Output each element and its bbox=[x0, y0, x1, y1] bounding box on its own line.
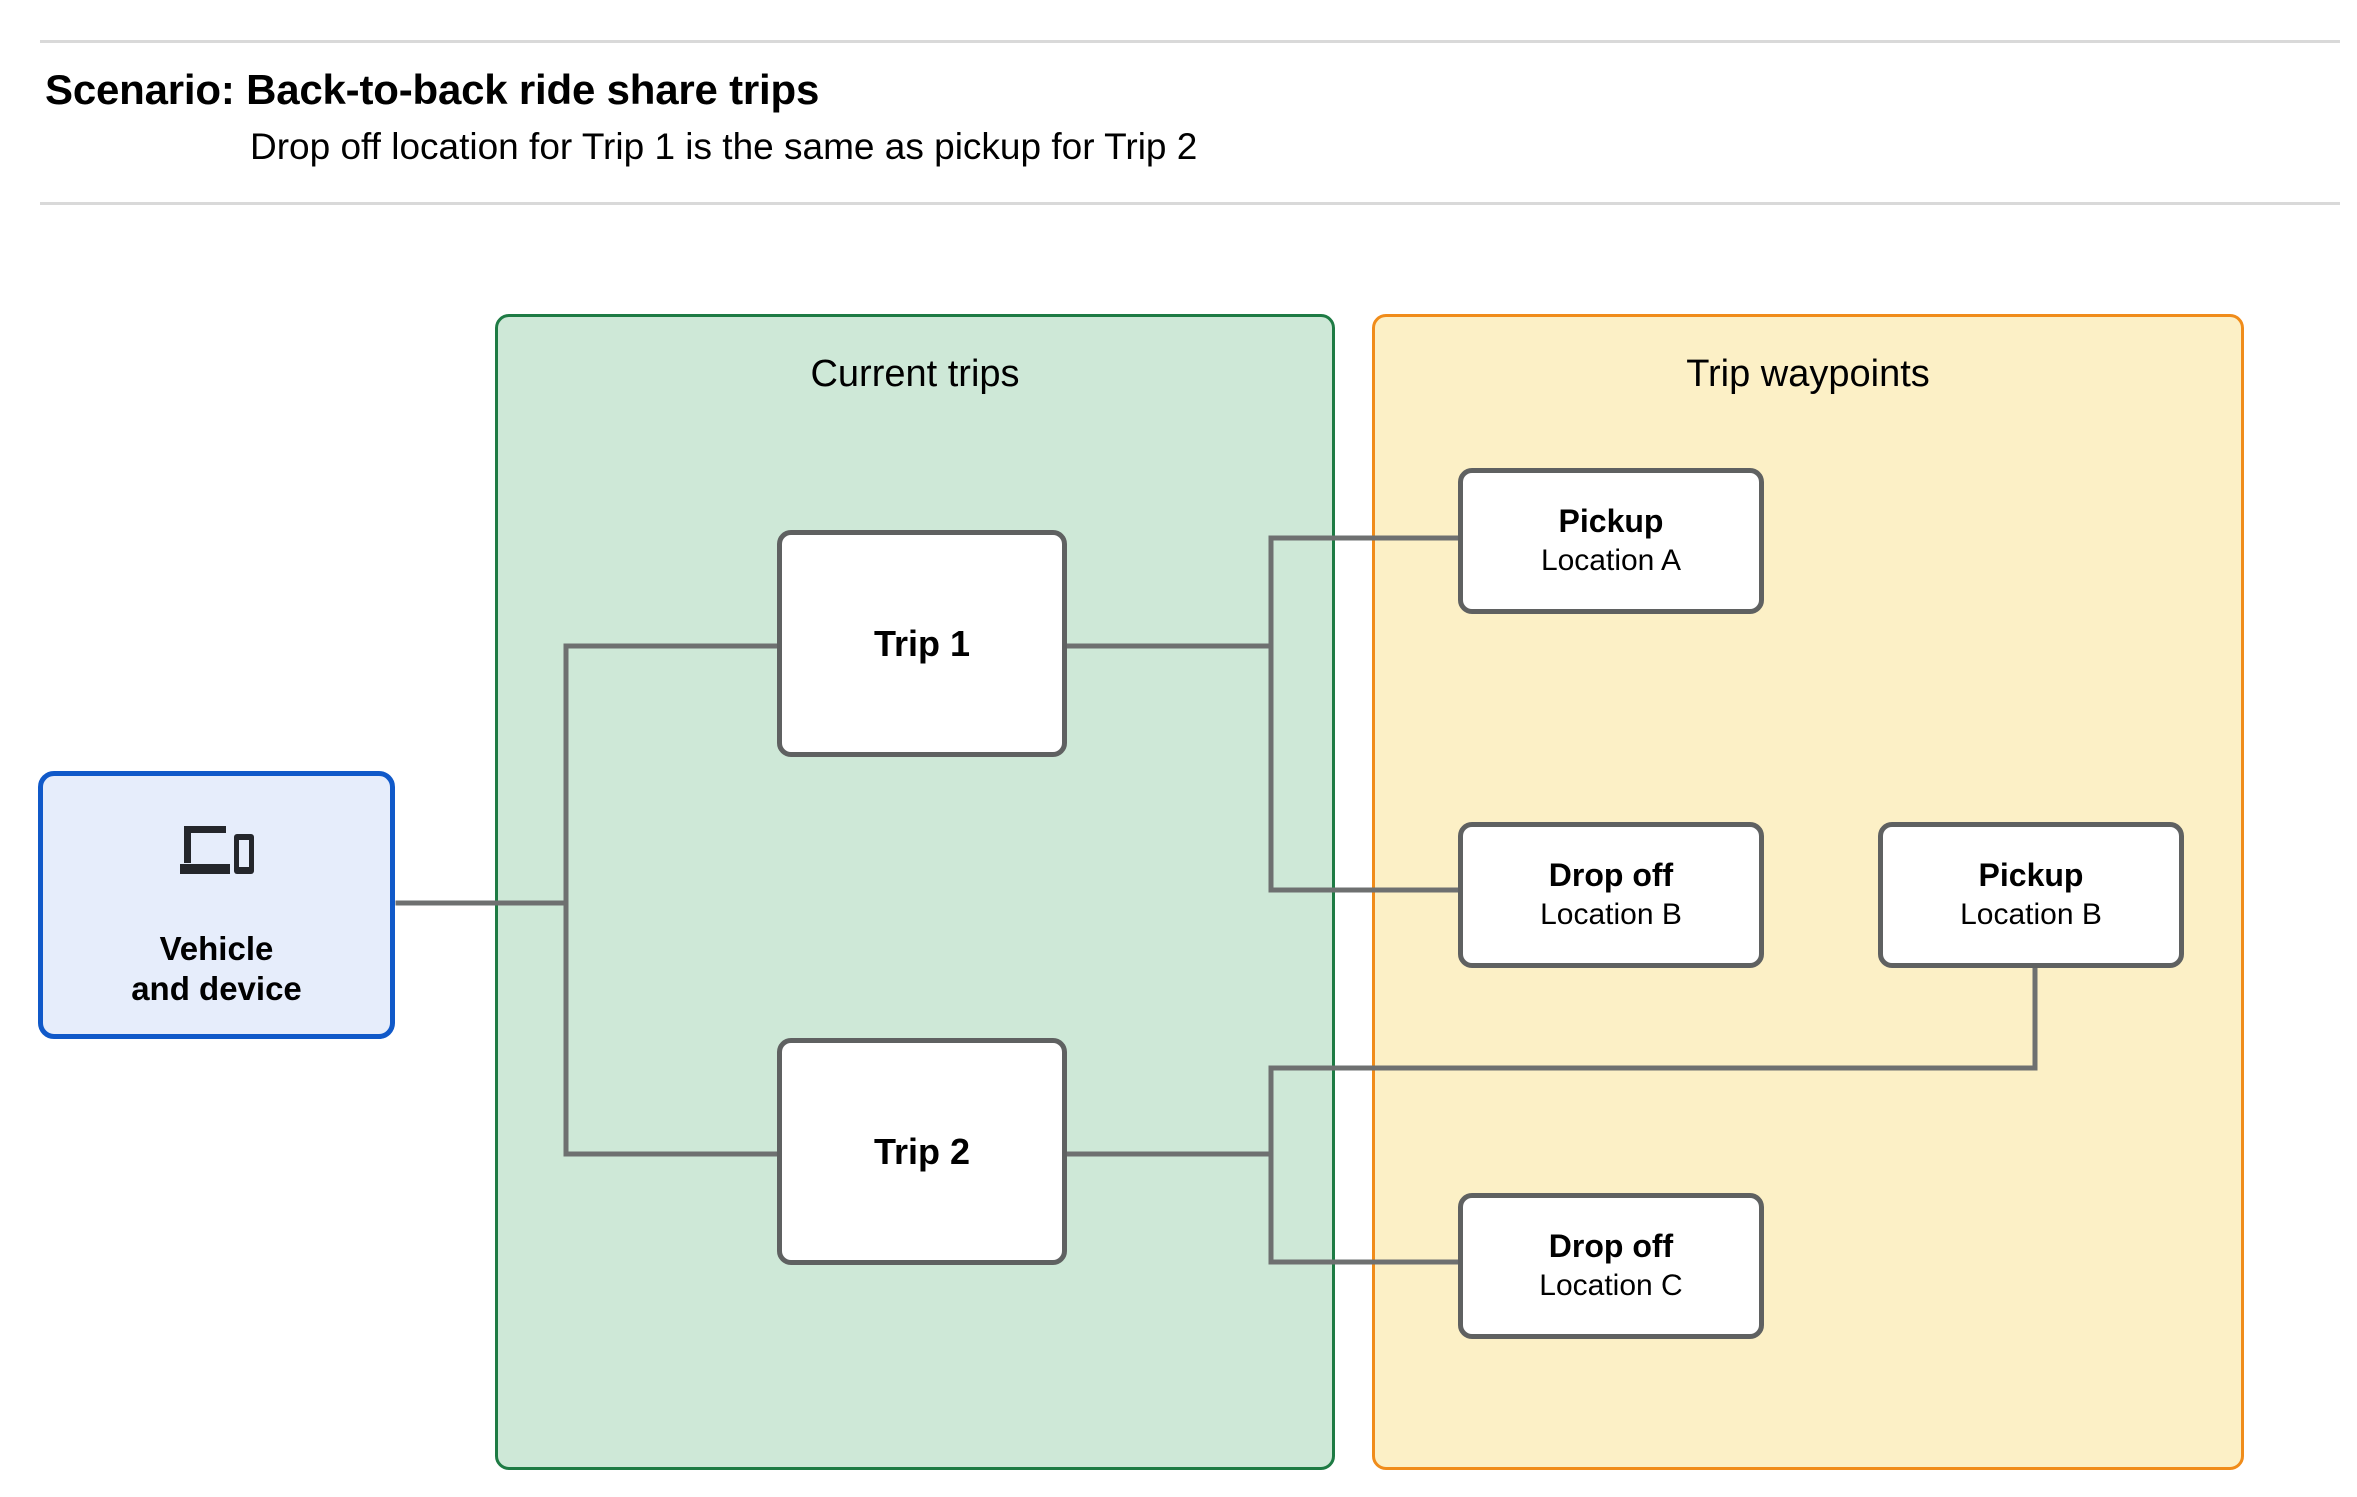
waypoint-dropoff-b-title: Drop off bbox=[1548, 857, 1674, 894]
node-waypoint-pickup-a[interactable]: Pickup Location A bbox=[1458, 468, 1764, 614]
node-vehicle-and-device[interactable]: Vehicle and device bbox=[38, 771, 395, 1039]
page-title: Scenario: Back-to-back ride share trips bbox=[45, 66, 820, 113]
node-trip-2[interactable]: Trip 2 bbox=[777, 1038, 1067, 1265]
trip-1-label: Trip 1 bbox=[873, 622, 971, 664]
vehicle-label: Vehicle and device bbox=[131, 930, 302, 1008]
waypoint-pickup-b-title: Pickup bbox=[1978, 857, 2084, 894]
waypoint-pickup-a-location: Location A bbox=[1540, 544, 1682, 578]
waypoint-pickup-b-location: Location B bbox=[1960, 898, 2102, 932]
panel-current-trips-title: Current trips bbox=[810, 353, 1020, 395]
waypoint-dropoff-b-location: Location B bbox=[1540, 898, 1682, 932]
waypoint-dropoff-c-location: Location C bbox=[1539, 1269, 1683, 1303]
panel-current-trips: Current trips bbox=[495, 314, 1335, 1470]
devices-icon bbox=[178, 820, 256, 883]
header-divider-bottom bbox=[40, 202, 2340, 205]
trip-2-label: Trip 2 bbox=[873, 1130, 971, 1172]
node-trip-1[interactable]: Trip 1 bbox=[777, 530, 1067, 757]
header-divider-top bbox=[40, 40, 2340, 43]
node-waypoint-pickup-b[interactable]: Pickup Location B bbox=[1878, 822, 2184, 968]
node-waypoint-dropoff-c[interactable]: Drop off Location C bbox=[1458, 1193, 1764, 1339]
panel-trip-waypoints-title: Trip waypoints bbox=[1686, 353, 1930, 395]
node-waypoint-dropoff-b[interactable]: Drop off Location B bbox=[1458, 822, 1764, 968]
page-subtitle: Drop off location for Trip 1 is the same… bbox=[250, 126, 1198, 167]
waypoint-pickup-a-title: Pickup bbox=[1558, 503, 1664, 540]
waypoint-dropoff-c-title: Drop off bbox=[1548, 1228, 1674, 1265]
